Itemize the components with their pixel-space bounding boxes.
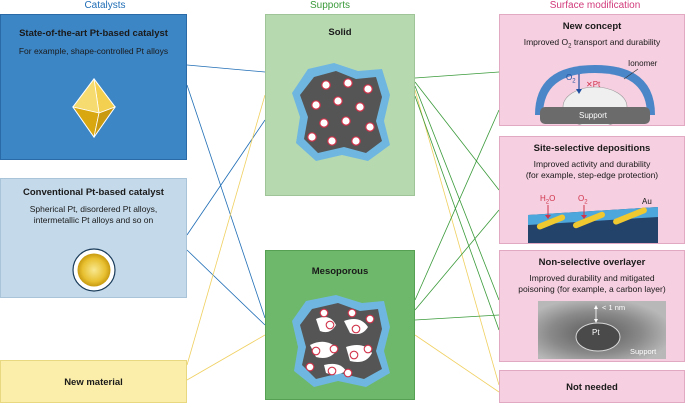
catalyst-conventional-text-1: Spherical Pt, disordered Pt alloys,: [29, 204, 158, 214]
line-sota-meso: [186, 84, 266, 319]
surface-not-needed-title: Not needed: [566, 382, 618, 393]
nm-label: < 1 nm: [602, 303, 626, 312]
surface-site-selective-text-2: (for example, step-edge protection): [525, 170, 659, 180]
catalysts-header: Catalysts: [84, 0, 126, 11]
support-label-tem: Support: [630, 347, 657, 356]
catalyst-new-material-title: New material: [64, 377, 123, 388]
surface-modification-header: Surface modification: [549, 0, 641, 11]
support-mesoporous-title: Mesoporous: [311, 266, 369, 277]
support-solid-title: Solid: [328, 27, 352, 38]
line-sota-solid: [186, 64, 266, 73]
line-meso-nn: [414, 334, 500, 393]
pt-label-tem: Pt: [592, 328, 600, 337]
line-meso-ns: [414, 314, 500, 321]
surface-not-needed-box: Not needed: [499, 370, 685, 403]
line-solid-ns2: [414, 95, 500, 331]
octahedron-particle-icon: [72, 77, 117, 139]
o2-label-site: O2: [578, 194, 588, 206]
surface-site-selective-box: Site-selective depositions Improved acti…: [499, 136, 685, 244]
tem-image-illustration: [538, 301, 666, 359]
surface-non-selective-text-1: Improved durability and mitigated: [529, 273, 655, 283]
au-label: Au: [642, 197, 652, 206]
mesoporous-support-illustration: [292, 295, 390, 387]
h2o-label: H2O: [540, 194, 556, 206]
surface-non-selective-box: Non-selective overlayer Improved durabil…: [499, 250, 685, 362]
pt-label: ✕Pt: [586, 80, 601, 89]
solid-support-illustration: [292, 63, 390, 161]
line-solid-nc: [414, 71, 500, 79]
support-label: Support: [578, 111, 608, 120]
surface-non-selective-title: Non-selective overlayer: [538, 257, 646, 268]
surface-new-concept-title: New concept: [562, 21, 622, 32]
surface-new-concept-box: New concept Improved O2 transport and du…: [499, 14, 685, 126]
ionomer-coated-particle-illustration: [535, 65, 655, 125]
line-conv-solid: [186, 119, 266, 236]
line-new-solid: [186, 94, 266, 366]
surface-new-concept-text: Improved O2 transport and durability: [523, 37, 661, 50]
line-solid-ss: [414, 81, 500, 191]
step-edge-deposition-illustration: [528, 205, 658, 243]
surface-non-selective-text-2: poisoning (for example, a carbon layer): [518, 284, 666, 294]
ionomer-label: Ionomer: [628, 59, 658, 68]
spherical-particle-icon: [72, 248, 116, 292]
surface-site-selective-title: Site-selective depositions: [533, 143, 651, 154]
line-solid-nn: [414, 89, 500, 386]
line-conv-meso: [186, 249, 266, 326]
surface-site-selective-text-1: Improved activity and durability: [533, 159, 651, 169]
supports-header: Supports: [309, 0, 351, 11]
catalyst-state-of-art-box: State-of-the-art Pt-based catalyst For e…: [0, 14, 187, 160]
catalyst-state-of-art-text: For example, shape-controlled Pt alloys: [18, 46, 169, 56]
line-solid-ns: [414, 85, 500, 301]
o2-label: O2: [566, 73, 576, 85]
catalyst-state-of-art-title: State-of-the-art Pt-based catalyst: [19, 28, 168, 39]
line-meso-nc: [414, 109, 500, 301]
line-new-meso: [186, 334, 266, 381]
catalyst-conventional-text-2: intermetallic Pt alloys and so on: [33, 215, 154, 225]
support-solid-box: Solid: [265, 14, 415, 196]
line-meso-ss: [414, 209, 500, 311]
catalyst-conventional-box: Conventional Pt-based catalyst Spherical…: [0, 178, 187, 298]
catalyst-conventional-title: Conventional Pt-based catalyst: [23, 187, 164, 198]
catalyst-new-material-box: New material: [0, 360, 187, 403]
support-mesoporous-box: Mesoporous: [265, 250, 415, 400]
